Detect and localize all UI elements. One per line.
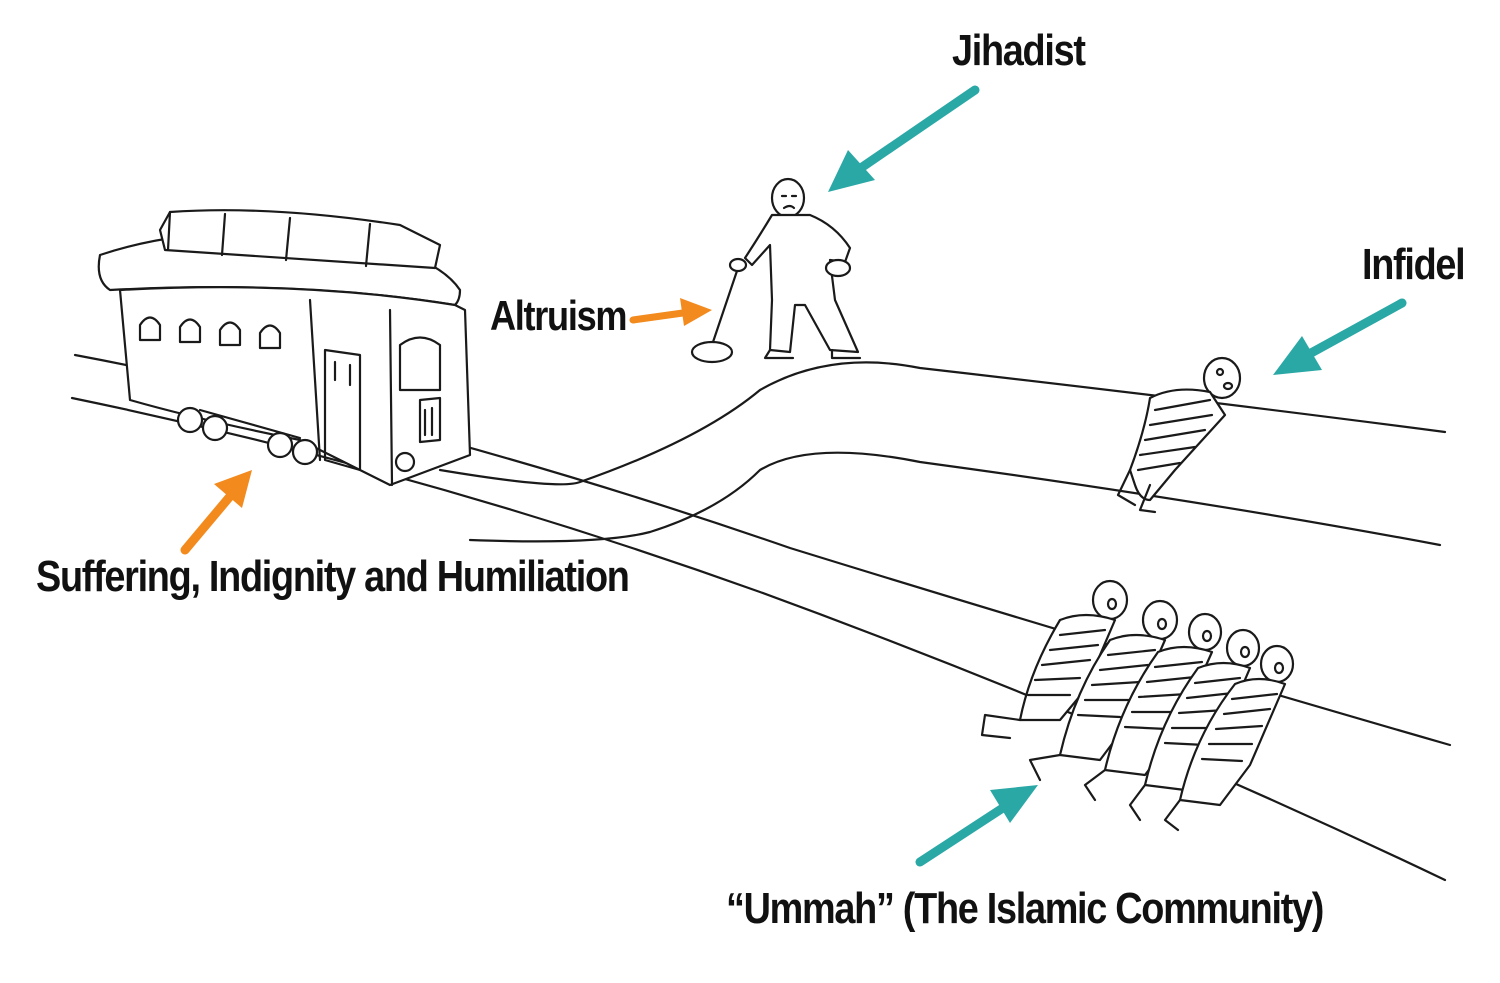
tied-person-icon [1116,356,1242,514]
track-rail-4 [468,451,1442,547]
trolley-icon [97,209,472,487]
tied-group-icon [980,579,1295,832]
arrow-jihadist [828,85,980,192]
label-altruism: Altruism [490,292,627,339]
arrow-infidel [1273,298,1407,375]
arrow-altruism [629,298,712,326]
lever-icon [690,257,748,364]
label-trolley: Suffering, Indignity and Humiliation [36,552,630,601]
person-at-lever-icon [743,177,862,360]
label-infidel: Infidel [1362,240,1466,289]
arrow-ummah [915,785,1038,867]
label-jihadist: Jihadist [952,26,1086,75]
label-ummah: “Ummah” (The Islamic Community) [726,884,1324,933]
arrow-trolley [180,470,252,555]
